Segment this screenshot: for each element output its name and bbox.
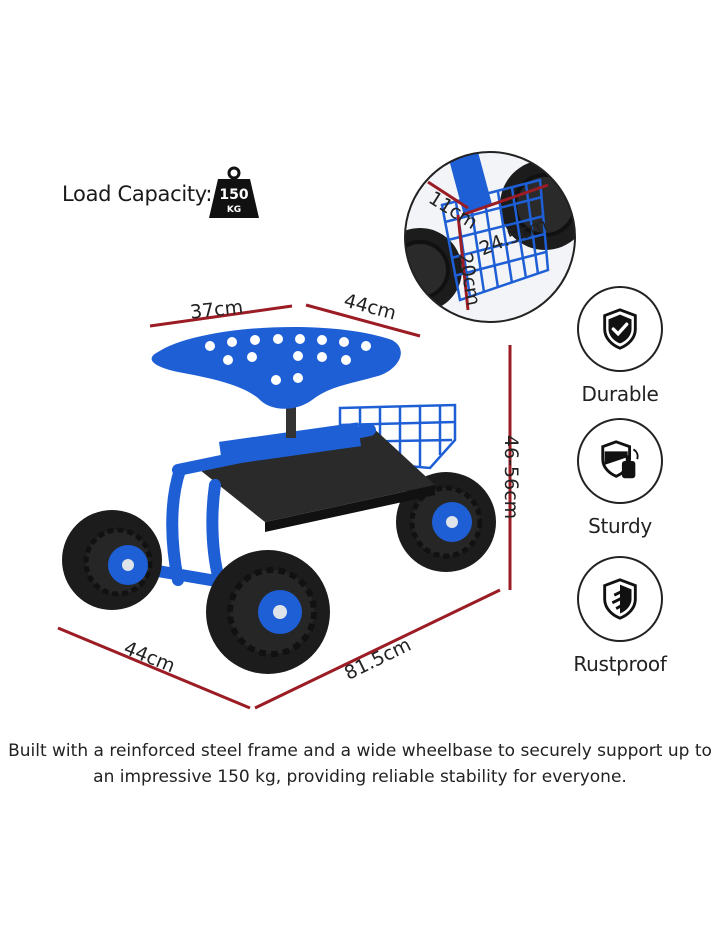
feature-rustproof: Rustproof <box>570 556 670 676</box>
product-illustration: 11cm 24.5cm 20cm 37cm 44cm 46-56cm 44cm … <box>57 151 576 710</box>
description-line-2: an impressive 150 kg, providing reliable… <box>93 767 627 787</box>
dim-seat-width: 37cm <box>189 296 244 323</box>
description-line-1: Built with a reinforced steel frame and … <box>8 741 712 761</box>
dim-seat-depth: 44cm <box>341 290 398 325</box>
feature-label: Sturdy <box>588 514 652 538</box>
weight-unit: KG <box>227 205 241 215</box>
shield-icon <box>577 556 663 642</box>
feature-durable: Durable <box>570 286 670 406</box>
shield-hand-icon <box>577 418 663 504</box>
shield-check-icon <box>577 286 663 372</box>
feature-label: Durable <box>581 382 659 406</box>
product-description: Built with a reinforced steel frame and … <box>0 738 720 790</box>
feature-label: Rustproof <box>573 652 667 676</box>
dim-height: 46-56cm <box>500 435 522 519</box>
dim-base-width: 44cm <box>121 637 179 677</box>
dim-base-length: 81.5cm <box>341 634 415 685</box>
load-capacity-label: Load Capacity: <box>62 182 213 206</box>
weight-icon: 150 KG <box>206 164 262 220</box>
basket-inset: 11cm 24.5cm 20cm <box>404 151 576 323</box>
feature-sturdy: Sturdy <box>570 418 670 538</box>
weight-value: 150 <box>219 187 248 203</box>
garden-cart <box>62 326 496 674</box>
